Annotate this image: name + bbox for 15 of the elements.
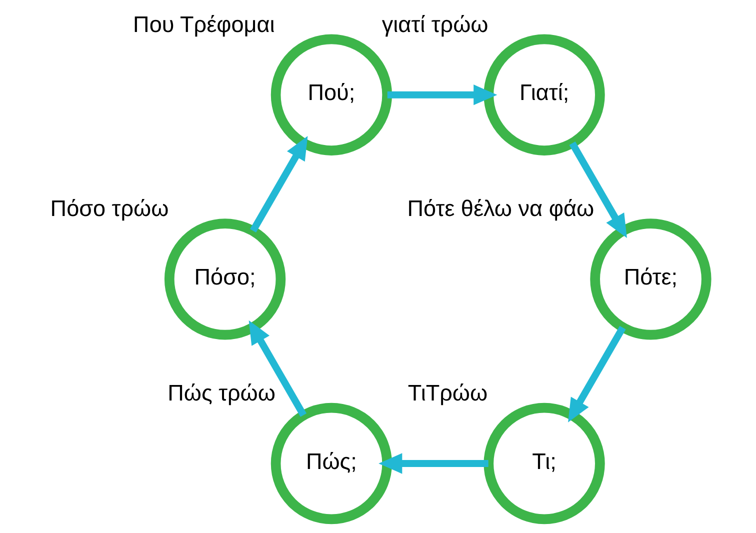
node-circle: Πώς; (270, 402, 392, 524)
arrow (387, 84, 498, 106)
node-label: Πότε θέλω να φάω (407, 196, 594, 222)
arrow (248, 320, 307, 417)
node-circle: Γιατί; (484, 34, 605, 156)
node-label: γιατί τρώω (382, 12, 488, 37)
node-circle: Πότε; (590, 218, 712, 340)
node-label: Που Τρέφομαι (133, 12, 275, 37)
arrow (568, 326, 626, 422)
node-circle: Τι; (484, 402, 605, 524)
arrow (250, 136, 308, 233)
arrow (569, 142, 627, 238)
node-label: Πόσο τρώω (50, 196, 169, 222)
arrow (378, 453, 488, 474)
node-circle: Πόσο; (164, 218, 286, 340)
